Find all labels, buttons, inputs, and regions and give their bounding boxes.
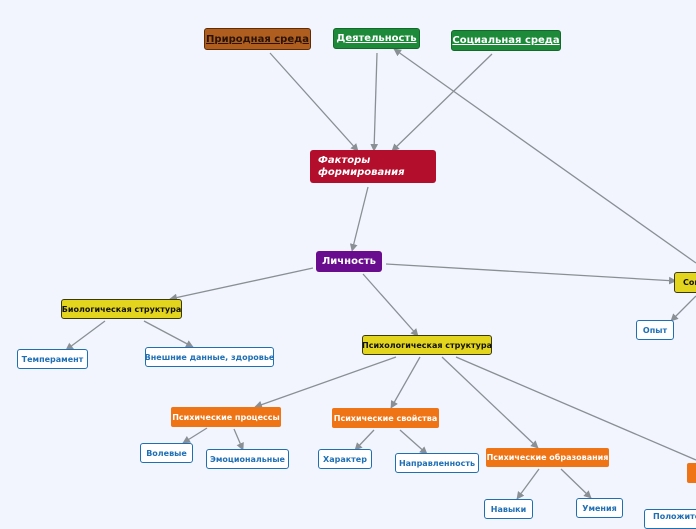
node-formations[interactable]: Психические образования — [486, 448, 609, 467]
edge-psych-formations — [441, 356, 539, 449]
edge-nature-factors — [269, 52, 359, 152]
node-nature[interactable]: Природная среда — [204, 28, 311, 50]
edge-psych-processes — [254, 356, 397, 409]
node-skills[interactable]: Навыки — [484, 499, 533, 519]
edge-personality-bio — [169, 267, 314, 302]
node-social-structure[interactable]: Соц — [674, 272, 696, 293]
node-positive[interactable]: Положите — [644, 509, 696, 529]
edge-psych-properties — [390, 356, 421, 409]
edge-psych-offscreen — [455, 356, 696, 461]
node-properties[interactable]: Психические свойства — [332, 408, 439, 428]
edge-activity-factors — [370, 52, 379, 152]
node-offscreen-category[interactable] — [687, 463, 696, 483]
node-psych-structure[interactable]: Психологическая структура — [362, 335, 492, 355]
edge-social-experience — [670, 295, 696, 322]
node-volitional[interactable]: Волевые — [140, 443, 193, 463]
edge-factors-personality — [349, 186, 369, 252]
node-direction[interactable]: Направленность — [395, 453, 479, 473]
edge-personality-social — [385, 263, 677, 285]
node-personality[interactable]: Личность — [316, 251, 382, 272]
edge-bio-appearance — [143, 320, 194, 348]
node-factors[interactable]: Факторы формирования — [310, 150, 436, 183]
edge-properties-direction — [399, 429, 428, 455]
node-experience[interactable]: Опыт — [636, 320, 674, 340]
edge-processes-volitional — [182, 427, 208, 444]
edge-socialenv-factors — [391, 53, 493, 152]
node-bio-structure[interactable]: Биологическая структура — [61, 299, 182, 319]
edge-offscreen-activity — [393, 48, 696, 264]
edge-properties-character — [354, 429, 375, 451]
node-character[interactable]: Характер — [318, 449, 372, 469]
edge-formations-skills — [516, 468, 540, 500]
node-emotional[interactable]: Эмоциональные — [206, 449, 289, 469]
edge-formations-abilities — [560, 468, 592, 499]
node-abilities[interactable]: Умения — [576, 498, 623, 518]
edge-bio-temperament — [65, 320, 106, 351]
edge-personality-psych — [362, 273, 419, 337]
node-activity[interactable]: Деятельность — [333, 28, 420, 49]
node-appearance[interactable]: Внешние данные, здоровье — [145, 347, 274, 367]
node-social-env[interactable]: Социальная среда — [451, 30, 561, 51]
node-processes[interactable]: Психические процессы — [171, 407, 281, 427]
node-temperament[interactable]: Темперамент — [17, 349, 88, 369]
edge-processes-emotional — [233, 428, 244, 451]
